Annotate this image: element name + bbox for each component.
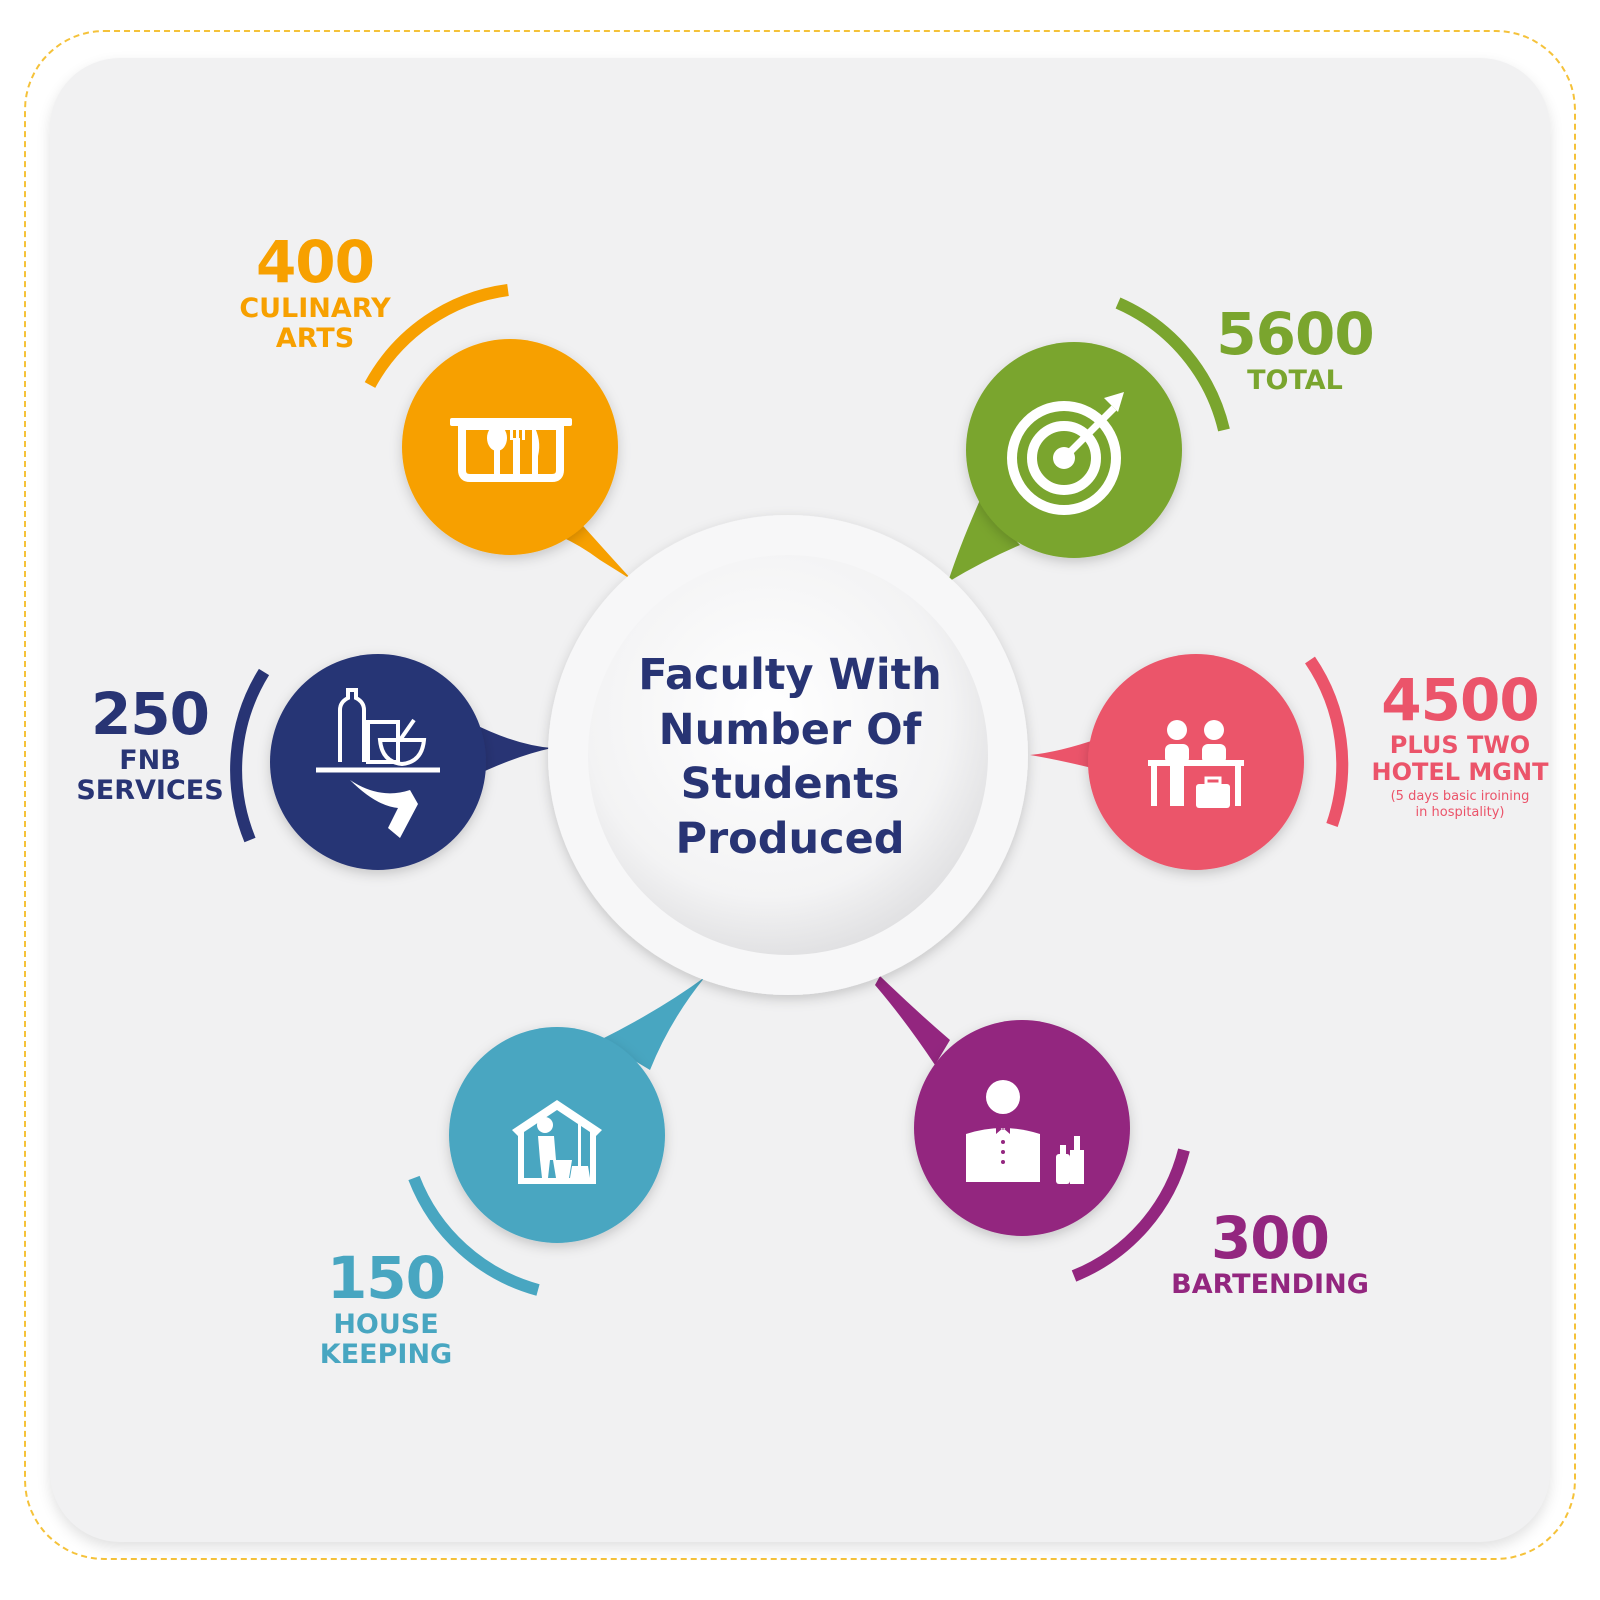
center-title: Faculty With Number Of Students Produced: [605, 648, 975, 866]
center-title-line4: Produced: [675, 813, 905, 864]
bar-number: 300: [1210, 1204, 1330, 1272]
house-number: 150: [326, 1244, 446, 1312]
total-text: TOTAL: [1247, 364, 1343, 396]
hotel-number: 4500: [1381, 666, 1539, 734]
total-connector: [948, 500, 1020, 582]
cooking-pot-utensils-icon: [450, 418, 572, 482]
fnb-text-line1: FNB: [119, 744, 181, 776]
target-arrow-icon: [1007, 392, 1124, 515]
fnb-label: 250 FNB SERVICES: [40, 684, 260, 806]
house-text-line1: HOUSE: [333, 1308, 439, 1340]
culinary-number: 400: [255, 228, 375, 296]
bar-circle: [914, 1020, 1130, 1236]
bar-label: 300 BARTENDING: [1140, 1208, 1400, 1299]
center-title-line3: Students: [680, 759, 900, 810]
hotel-text-line1: PLUS TWO: [1389, 730, 1531, 759]
culinary-text-line1: CULINARY: [239, 292, 391, 324]
house-text-line2: KEEPING: [319, 1339, 453, 1371]
serving-tray-icon: [316, 688, 440, 838]
total-arc: [1115, 297, 1230, 432]
bar-arc: [1071, 1148, 1190, 1282]
house-connector: [600, 977, 705, 1070]
bar-text: BARTENDING: [1171, 1268, 1369, 1300]
culinary-circle: [402, 339, 618, 555]
culinary-label: 400 CULINARY ARTS: [205, 232, 425, 354]
bartender-icon: [966, 1080, 1084, 1184]
hotel-connector: [1030, 738, 1100, 770]
center-title-line2: Number Of: [658, 704, 922, 755]
total-label: 5600 TOTAL: [1185, 304, 1405, 395]
hotel-label: 4500 PLUS TWO HOTEL MGNT (5 days basic i…: [1340, 670, 1580, 820]
bar-connector: [875, 976, 950, 1065]
house-cleaning-icon: [512, 1100, 602, 1184]
house-label: 150 HOUSE KEEPING: [276, 1248, 496, 1370]
reception-desk-icon: [1148, 720, 1244, 808]
culinary-text-line2: ARTS: [275, 323, 355, 355]
center-title-line1: Faculty With: [638, 650, 942, 700]
total-number: 5600: [1216, 300, 1374, 368]
fnb-arc: [230, 668, 270, 843]
fnb-connector: [470, 722, 552, 778]
fnb-text-line2: SERVICES: [76, 775, 224, 807]
hotel-note: (5 days basic iroining in hospitality): [1340, 789, 1580, 820]
hotel-note-line1: (5 days basic iroining: [1390, 789, 1530, 805]
hotel-arc: [1305, 656, 1349, 827]
hotel-text-line2: HOTEL MGNT: [1371, 758, 1549, 787]
house-arc: [408, 1175, 540, 1296]
dashed-frame: [24, 30, 1576, 1560]
fnb-number: 250: [90, 680, 210, 748]
hotel-note-line2: in hospitality): [1415, 804, 1505, 820]
house-circle: [449, 1027, 665, 1243]
culinary-arc: [364, 284, 509, 388]
center-disc: [588, 555, 988, 955]
